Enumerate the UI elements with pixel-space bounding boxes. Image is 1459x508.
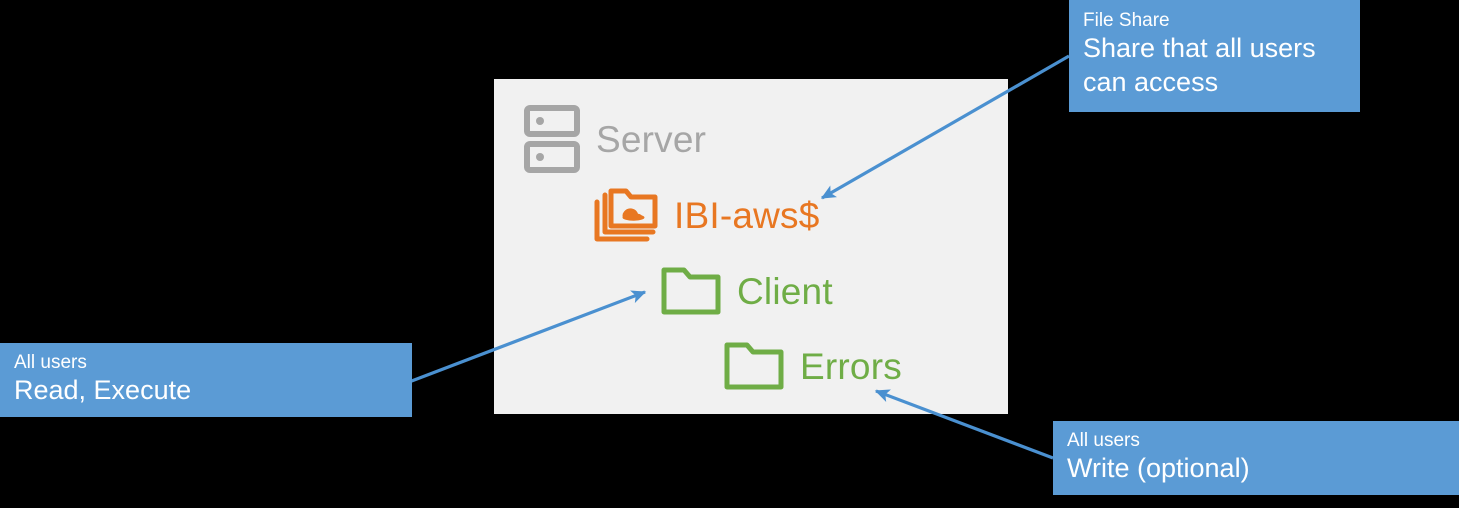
node-errors[interactable]: Errors bbox=[722, 340, 902, 392]
callout-write-optional[interactable]: All users Write (optional) bbox=[1053, 421, 1459, 495]
callout-file-share-heading: File Share bbox=[1083, 10, 1170, 31]
node-client[interactable]: Client bbox=[659, 265, 833, 317]
callout-file-share-body-line2: can access bbox=[1083, 66, 1219, 97]
callout-read-execute[interactable]: All users Read, Execute bbox=[0, 343, 412, 417]
node-ibi-aws[interactable]: IBI-aws$ bbox=[590, 184, 820, 246]
node-client-label: Client bbox=[737, 270, 833, 312]
folder-icon bbox=[722, 340, 786, 392]
callout-write-optional-heading: All users bbox=[1067, 430, 1140, 451]
callout-file-share-body-line1: Share that all users bbox=[1083, 33, 1316, 64]
callout-file-share[interactable]: File Share Share that all users can acce… bbox=[1069, 0, 1360, 112]
node-server[interactable]: Server bbox=[524, 104, 706, 174]
node-ibi-aws-label: IBI-aws$ bbox=[674, 194, 820, 236]
node-server-label: Server bbox=[596, 118, 707, 160]
callout-read-execute-body: Read, Execute bbox=[14, 375, 192, 406]
server-icon bbox=[524, 104, 580, 174]
cloud-folder-icon bbox=[590, 184, 662, 246]
node-errors-label: Errors bbox=[800, 345, 902, 387]
folder-icon bbox=[659, 265, 723, 317]
callout-write-optional-body: Write (optional) bbox=[1067, 453, 1250, 484]
server-panel: Server IBI-aws$ bbox=[494, 79, 1008, 414]
callout-read-execute-heading: All users bbox=[14, 352, 87, 373]
